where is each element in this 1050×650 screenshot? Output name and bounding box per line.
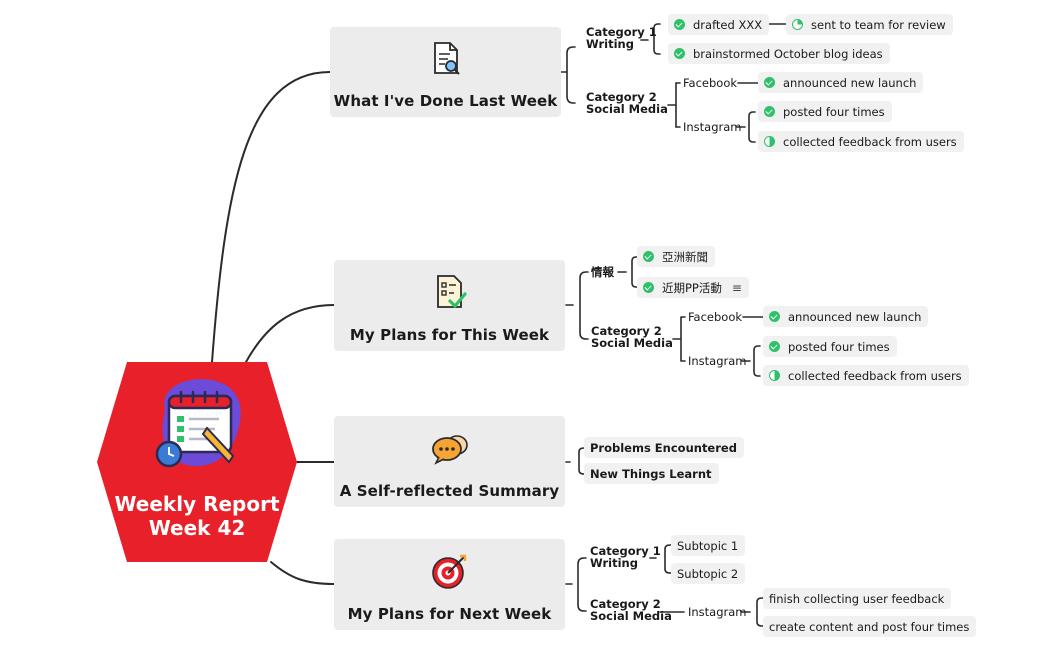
item-sent-review[interactable]: sent to team for review <box>786 14 953 35</box>
item-text: brainstormed October blog ideas <box>693 46 883 61</box>
central-title-line1: Weekly Report <box>114 492 280 516</box>
central-topic[interactable]: Weekly Report Week 42 <box>97 362 297 562</box>
done-check-icon <box>643 251 654 262</box>
item-pp-events[interactable]: 近期PP活動 ≡ <box>637 277 749 298</box>
done-check-icon <box>643 282 654 293</box>
item-text: announced new launch <box>783 75 917 90</box>
item-text: drafted XXX <box>693 17 763 32</box>
item-collected[interactable]: collected feedback from users <box>758 131 964 152</box>
done-check-icon <box>764 77 775 88</box>
item-text: announced new launch <box>788 309 922 324</box>
sub-instagram[interactable]: Instagram <box>685 602 750 622</box>
topic-next-week[interactable]: My Plans for Next Week <box>334 539 565 630</box>
sub-label: Facebook <box>683 76 738 90</box>
sub-instagram[interactable]: Instagram <box>685 351 750 371</box>
branch-label-line1: Problems Encountered <box>590 440 737 455</box>
sub-facebook[interactable]: Facebook <box>685 307 745 327</box>
branch-label-line1: Category 2 <box>591 324 662 338</box>
done-check-icon <box>674 48 685 59</box>
branch-label-line2: Social Media <box>586 102 668 116</box>
target-icon <box>431 554 466 589</box>
item-text: 亞洲新聞 <box>662 249 708 264</box>
topic-label: A Self-reflected Summary <box>339 482 560 500</box>
branch-label-line1: Category 2 <box>586 90 657 104</box>
topic-last-week[interactable]: What I've Done Last Week <box>330 27 561 117</box>
branch-learnt[interactable]: New Things Learnt <box>584 463 719 484</box>
item-create-content[interactable]: create content and post four times <box>763 616 977 637</box>
topic-summary[interactable]: A Self-reflected Summary <box>334 416 565 507</box>
branch-label-line1: New Things Learnt <box>590 466 712 481</box>
item-finish-feedback[interactable]: finish collecting user feedback <box>763 588 952 609</box>
progress-quarter-icon <box>792 19 803 30</box>
branch-label-line1: 情報 <box>591 265 614 279</box>
item-text: create content and post four times <box>769 619 970 634</box>
branch-qingbao[interactable]: 情報 <box>588 262 617 282</box>
branch-problems[interactable]: Problems Encountered <box>584 437 744 458</box>
sub-facebook[interactable]: Facebook <box>680 73 740 93</box>
branch-label-line1: Category 1 <box>590 544 661 558</box>
topic-label: My Plans for This Week <box>349 326 550 344</box>
done-check-icon <box>769 341 780 352</box>
item-posted[interactable]: posted four times <box>763 336 897 357</box>
item-text: 近期PP活動 <box>662 280 722 295</box>
branch-label-line1: Category 2 <box>590 597 661 611</box>
item-text: sent to team for review <box>811 17 946 32</box>
done-check-icon <box>769 311 780 322</box>
branch-label-line2: Social Media <box>591 336 673 350</box>
central-title-line2: Week 42 <box>148 516 246 540</box>
item-collected[interactable]: collected feedback from users <box>763 365 969 386</box>
topic-label: My Plans for Next Week <box>347 605 552 623</box>
notes-icon[interactable]: ≡ <box>731 280 742 295</box>
topic-this-week[interactable]: My Plans for This Week <box>334 260 565 351</box>
item-asia-news[interactable]: 亞洲新聞 <box>637 246 715 267</box>
sub-label: Instagram <box>688 605 747 619</box>
branch-label-line2: Social Media <box>590 609 672 623</box>
item-announced[interactable]: announced new launch <box>758 72 924 93</box>
item-text: Subtopic 2 <box>677 566 739 581</box>
central-title: Weekly Report Week 42 <box>97 492 297 540</box>
item-text: posted four times <box>783 104 885 119</box>
item-text: posted four times <box>788 339 890 354</box>
item-subtopic-2[interactable]: Subtopic 2 <box>671 563 746 584</box>
done-check-icon <box>674 19 685 30</box>
item-announced[interactable]: announced new launch <box>763 306 929 327</box>
topic-label: What I've Done Last Week <box>333 92 558 110</box>
sub-instagram[interactable]: Instagram <box>680 117 745 137</box>
branch-label-line1: Category 1 <box>586 25 657 39</box>
document-search-icon <box>433 42 460 75</box>
sub-label: Facebook <box>688 310 743 324</box>
sub-label: Instagram <box>688 354 747 368</box>
done-check-icon <box>764 106 775 117</box>
branch-label-line2: Writing <box>586 37 634 51</box>
checklist-icon <box>436 275 467 309</box>
chat-bubbles-icon <box>431 435 468 465</box>
item-subtopic-1[interactable]: Subtopic 1 <box>671 535 746 556</box>
item-text: collected feedback from users <box>788 368 962 383</box>
progress-half-icon <box>764 136 775 147</box>
item-brainstormed[interactable]: brainstormed October blog ideas <box>668 43 890 64</box>
item-posted[interactable]: posted four times <box>758 101 892 122</box>
branch-label-line2: Writing <box>590 556 638 570</box>
sub-label: Instagram <box>683 120 742 134</box>
item-text: Subtopic 1 <box>677 538 739 553</box>
item-text: finish collecting user feedback <box>769 591 945 606</box>
progress-half-icon <box>769 370 780 381</box>
item-text: collected feedback from users <box>783 134 957 149</box>
item-drafted[interactable]: drafted XXX <box>668 14 770 35</box>
calendar-checklist-icon <box>155 379 241 468</box>
